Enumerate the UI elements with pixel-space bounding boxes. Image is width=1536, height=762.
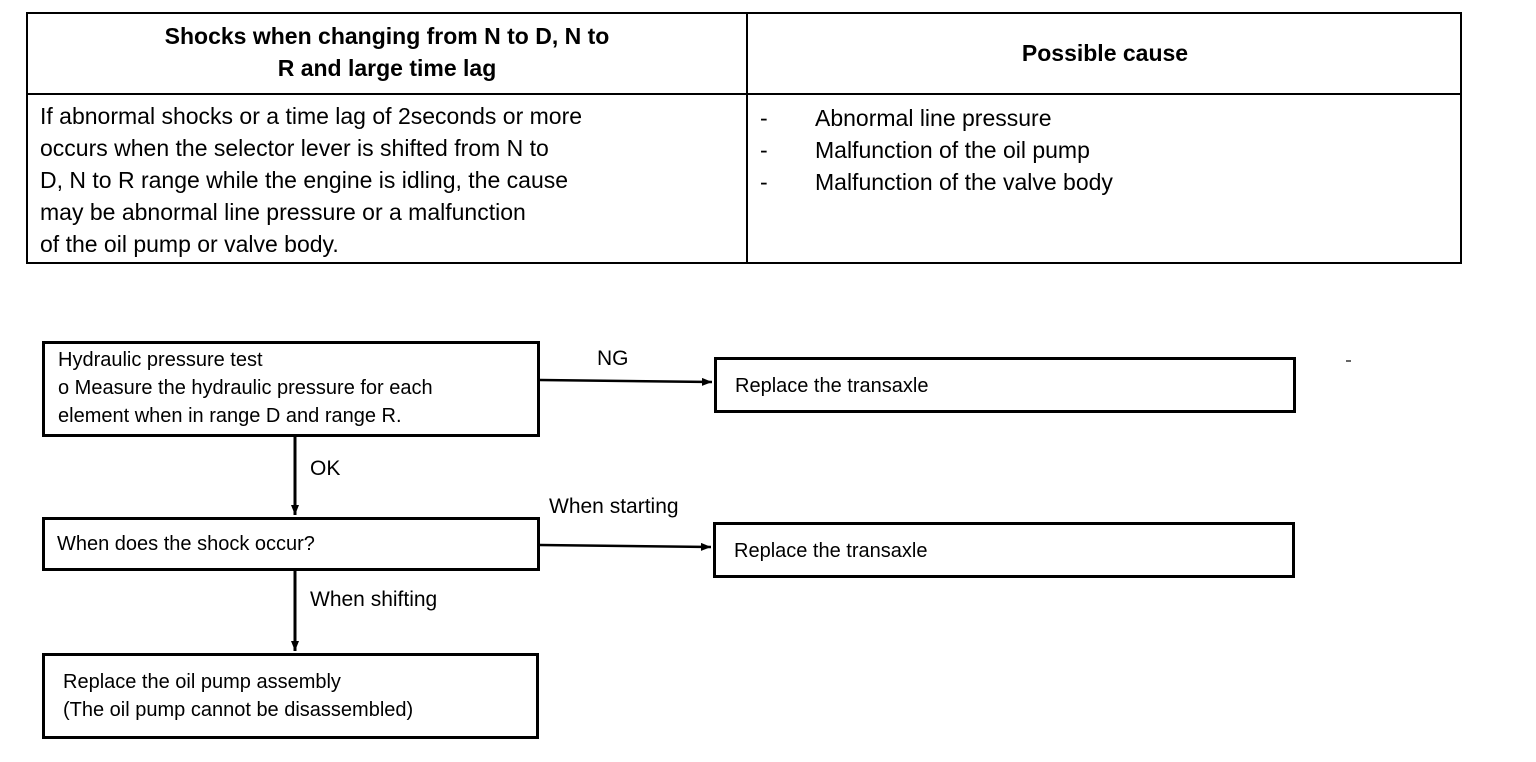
arrow-ng (539, 377, 713, 386)
hydraulic-test-step: o Measure the hydraulic pressure for eac… (58, 377, 433, 399)
when-starting-label: When starting (549, 495, 679, 518)
symptom-header-line-1: Shocks when changing from N to D, N to (164, 23, 610, 49)
cause-item: - Abnormal line pressure (756, 102, 1113, 134)
replace-oil-pump-box: Replace the oil pump assembly (The oil p… (42, 653, 539, 739)
replace-transaxle-text: Replace the transaxle (735, 375, 929, 397)
ok-label: OK (310, 457, 341, 480)
replace-transaxle-box-1: Replace the transaxle (714, 357, 1296, 413)
symptom-line: may be abnormal line pressure or a malfu… (40, 199, 526, 225)
scan-artifact (1346, 360, 1351, 362)
cause-bullet: - (760, 137, 768, 163)
symptom-header: Shocks when changing from N to D, N to R… (28, 20, 746, 84)
cause-list: - Abnormal line pressure - Malfunction o… (756, 102, 1113, 198)
cause-bullet: - (760, 169, 768, 195)
cause-text: Abnormal line pressure (815, 105, 1052, 131)
symptom-line: If abnormal shocks or a time lag of 2sec… (40, 103, 583, 129)
table-column-divider (746, 14, 748, 262)
cause-header: Possible cause (1021, 40, 1189, 66)
cause-text: Malfunction of the oil pump (815, 137, 1090, 163)
cause-item: - Malfunction of the valve body (756, 166, 1113, 198)
replace-transaxle-text: Replace the transaxle (734, 540, 928, 562)
symptom-line: of the oil pump or valve body. (40, 231, 339, 257)
symptom-line: D, N to R range while the engine is idli… (40, 167, 569, 193)
cause-item: - Malfunction of the oil pump (756, 134, 1113, 166)
oil-pump-note: (The oil pump cannot be disassembled) (63, 699, 414, 721)
table-header-divider (28, 93, 1460, 95)
cause-bullet: - (760, 105, 768, 131)
cause-text: Malfunction of the valve body (815, 169, 1113, 195)
symptom-description: If abnormal shocks or a time lag of 2sec… (40, 100, 720, 260)
replace-transaxle-box-2: Replace the transaxle (713, 522, 1295, 578)
shock-occurrence-question: When does the shock occur? (57, 533, 315, 555)
ng-label: NG (597, 347, 629, 370)
when-shifting-label: When shifting (310, 588, 438, 611)
shock-occurrence-box: When does the shock occur? (42, 517, 540, 571)
symptom-header-line-2: R and large time lag (277, 55, 497, 81)
arrow-when-starting (539, 542, 712, 551)
symptom-line: occurs when the selector lever is shifte… (40, 135, 549, 161)
diagnosis-table: Shocks when changing from N to D, N to R… (26, 12, 1462, 264)
hydraulic-pressure-test-box: Hydraulic pressure test o Measure the hy… (42, 341, 540, 437)
hydraulic-test-step-cont: element when in range D and range R. (58, 405, 402, 427)
hydraulic-test-title: Hydraulic pressure test (58, 349, 263, 371)
replace-oil-pump-text: Replace the oil pump assembly (63, 671, 341, 693)
